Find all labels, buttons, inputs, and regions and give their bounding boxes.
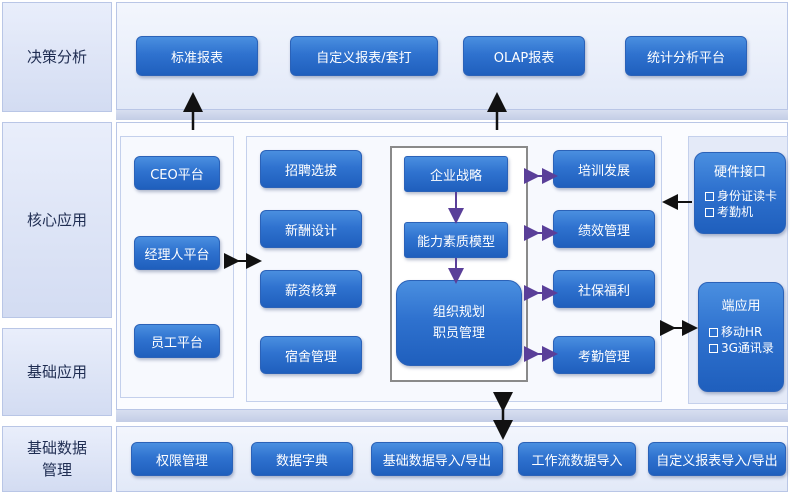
strategy-competency-model[interactable]: 能力素质模型 [404, 222, 508, 258]
data-item-basic-import-export[interactable]: 基础数据导入/导出 [371, 442, 503, 476]
decision-divider [116, 110, 788, 120]
checkbox-icon [709, 328, 718, 337]
mobile-app-box[interactable]: 端应用 移动HR 3G通讯录 [698, 282, 784, 392]
data-item-dictionary[interactable]: 数据字典 [251, 442, 353, 476]
mobile-item-label: 移动HR [721, 325, 763, 339]
checkbox-icon [705, 208, 714, 217]
module-recruitment[interactable]: 招聘选拔 [260, 150, 362, 188]
mobile-item-hr: 移动HR [699, 324, 762, 340]
strategy-org-planning-line2: 职员管理 [432, 326, 485, 341]
data-item-custom-report-import-export[interactable]: 自定义报表导入/导出 [648, 442, 786, 476]
data-item-workflow-import[interactable]: 工作流数据导入 [518, 442, 636, 476]
checkbox-icon [709, 344, 718, 353]
strategy-enterprise[interactable]: 企业战略 [404, 156, 508, 192]
hardware-item-attendance-machine: 考勤机 [695, 204, 753, 220]
platform-manager[interactable]: 经理人平台 [134, 236, 220, 270]
module-dormitory[interactable]: 宿舍管理 [260, 336, 362, 374]
module-compensation-design[interactable]: 新酬设计 [260, 210, 362, 248]
module-attendance[interactable]: 考勤管理 [553, 336, 655, 374]
layer-label-decision: 决策分析 [2, 2, 112, 112]
platform-employee[interactable]: 员工平台 [134, 324, 220, 358]
mobile-item-contacts: 3G通讯录 [699, 340, 774, 356]
mobile-app-title: 端应用 [721, 299, 761, 314]
hardware-item-id-reader: 身份证读卡 [695, 188, 777, 204]
strategy-org-planning-line1: 组织规划 [432, 305, 485, 320]
platform-ceo[interactable]: CEO平台 [134, 156, 220, 190]
module-social-welfare[interactable]: 社保福利 [553, 270, 655, 308]
decision-item-olap-report[interactable]: OLAP报表 [463, 36, 585, 76]
module-payroll[interactable]: 薪资核算 [260, 270, 362, 308]
module-training[interactable]: 培训发展 [553, 150, 655, 188]
checkbox-icon [705, 192, 714, 201]
layer-label-basic: 基础应用 [2, 328, 112, 416]
hardware-interface-title: 硬件接口 [713, 165, 766, 180]
core-divider [116, 410, 788, 422]
decision-item-stat-platform[interactable]: 统计分析平台 [625, 36, 747, 76]
hardware-item-label: 身份证读卡 [717, 189, 778, 203]
mobile-item-label: 3G通讯录 [721, 341, 774, 355]
strategy-org-planning[interactable]: 组织规划 职员管理 [396, 280, 522, 366]
data-item-permissions[interactable]: 权限管理 [131, 442, 233, 476]
hardware-item-label: 考勤机 [717, 205, 754, 219]
decision-item-custom-report[interactable]: 自定义报表/套打 [290, 36, 438, 76]
hardware-interface-box[interactable]: 硬件接口 身份证读卡 考勤机 [694, 152, 786, 234]
layer-label-basic-data: 基础数据 管理 [2, 426, 112, 492]
module-performance[interactable]: 绩效管理 [553, 210, 655, 248]
decision-item-standard-report[interactable]: 标准报表 [136, 36, 258, 76]
layer-label-core: 核心应用 [2, 122, 112, 318]
